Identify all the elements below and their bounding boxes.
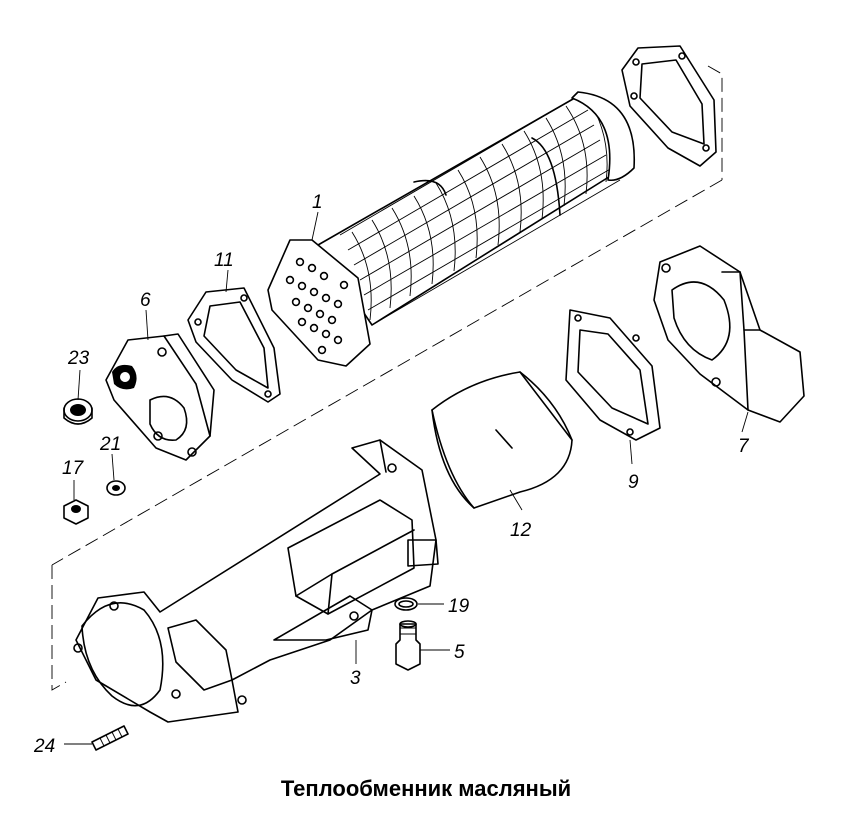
callout-7: 7	[738, 436, 750, 457]
cooler-core-part-1	[267, 91, 635, 367]
washer-part-21	[106, 480, 126, 496]
callout-12: 12	[510, 520, 532, 541]
callout-3: 3	[350, 668, 361, 689]
assembly-guide-lines	[51, 65, 723, 691]
gasket-top-right	[621, 45, 717, 167]
tube-holes	[285, 257, 349, 355]
callout-9: 9	[628, 472, 639, 493]
callout-11: 11	[214, 250, 234, 271]
rear-cover-part-7	[653, 245, 805, 423]
o-ring-part-19	[394, 597, 418, 611]
gasket-part-11	[187, 287, 281, 403]
plug-part-23	[63, 398, 93, 425]
callout-5: 5	[454, 642, 465, 663]
housing-part-3	[73, 439, 439, 723]
callout-17: 17	[62, 458, 85, 479]
stud-part-24	[91, 725, 129, 751]
gasket-part-9	[565, 309, 661, 441]
callout-leaders	[64, 211, 749, 745]
fitting-part-5	[395, 620, 421, 671]
nut-part-17	[63, 499, 89, 525]
callout-1: 1	[312, 192, 323, 213]
diagram-title: Теплообменник масляный	[280, 776, 572, 801]
callout-24: 24	[33, 736, 55, 757]
core-end-plate	[267, 239, 371, 367]
callout-19: 19	[448, 596, 470, 617]
sleeve-part-12	[431, 371, 573, 509]
callout-21: 21	[99, 434, 121, 455]
callout-6: 6	[140, 290, 151, 311]
callout-23: 23	[67, 348, 90, 369]
cooler-fins	[339, 94, 621, 326]
callout-labels: 1 3 5 6 7 9 11 12 17 19 21 23 24	[33, 192, 750, 757]
front-cover-part-6	[105, 333, 215, 461]
